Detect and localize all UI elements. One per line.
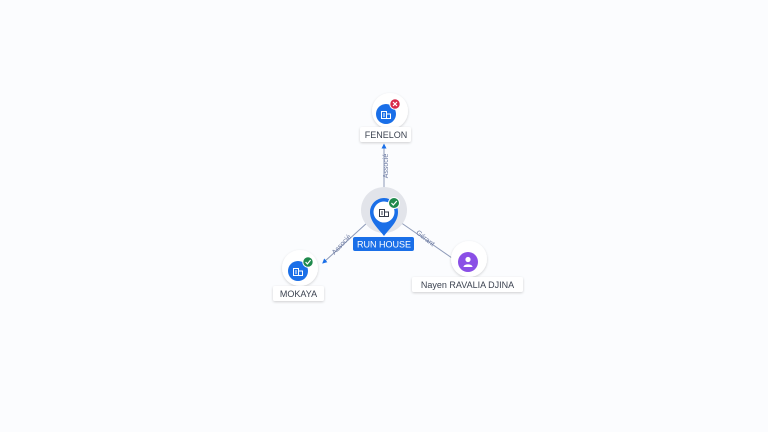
building-icon [379, 209, 389, 217]
node-mokaya[interactable]: MOKAYA [273, 250, 324, 301]
building-icon [293, 268, 303, 276]
node-label-fenelon: FENELON [365, 130, 408, 140]
check-icon [391, 200, 398, 206]
person-icon [463, 256, 473, 267]
node-fenelon[interactable]: FENELON [360, 93, 411, 142]
check-icon [305, 259, 312, 265]
building-icon [381, 111, 391, 119]
node-nayen[interactable]: Nayen RAVALIA DJINA [412, 241, 523, 292]
node-center[interactable]: RUN HOUSE [353, 187, 414, 251]
center-label: RUN HOUSE [357, 240, 411, 250]
node-label-mokaya: MOKAYA [280, 289, 317, 299]
edge-label-nayen: Gérant [414, 229, 435, 248]
node-label-nayen: Nayen RAVALIA DJINA [421, 280, 514, 290]
edge-label-mokaya: Associé [331, 234, 353, 257]
cross-icon [392, 101, 398, 107]
edge-label-fenelon: Associé [383, 154, 390, 179]
